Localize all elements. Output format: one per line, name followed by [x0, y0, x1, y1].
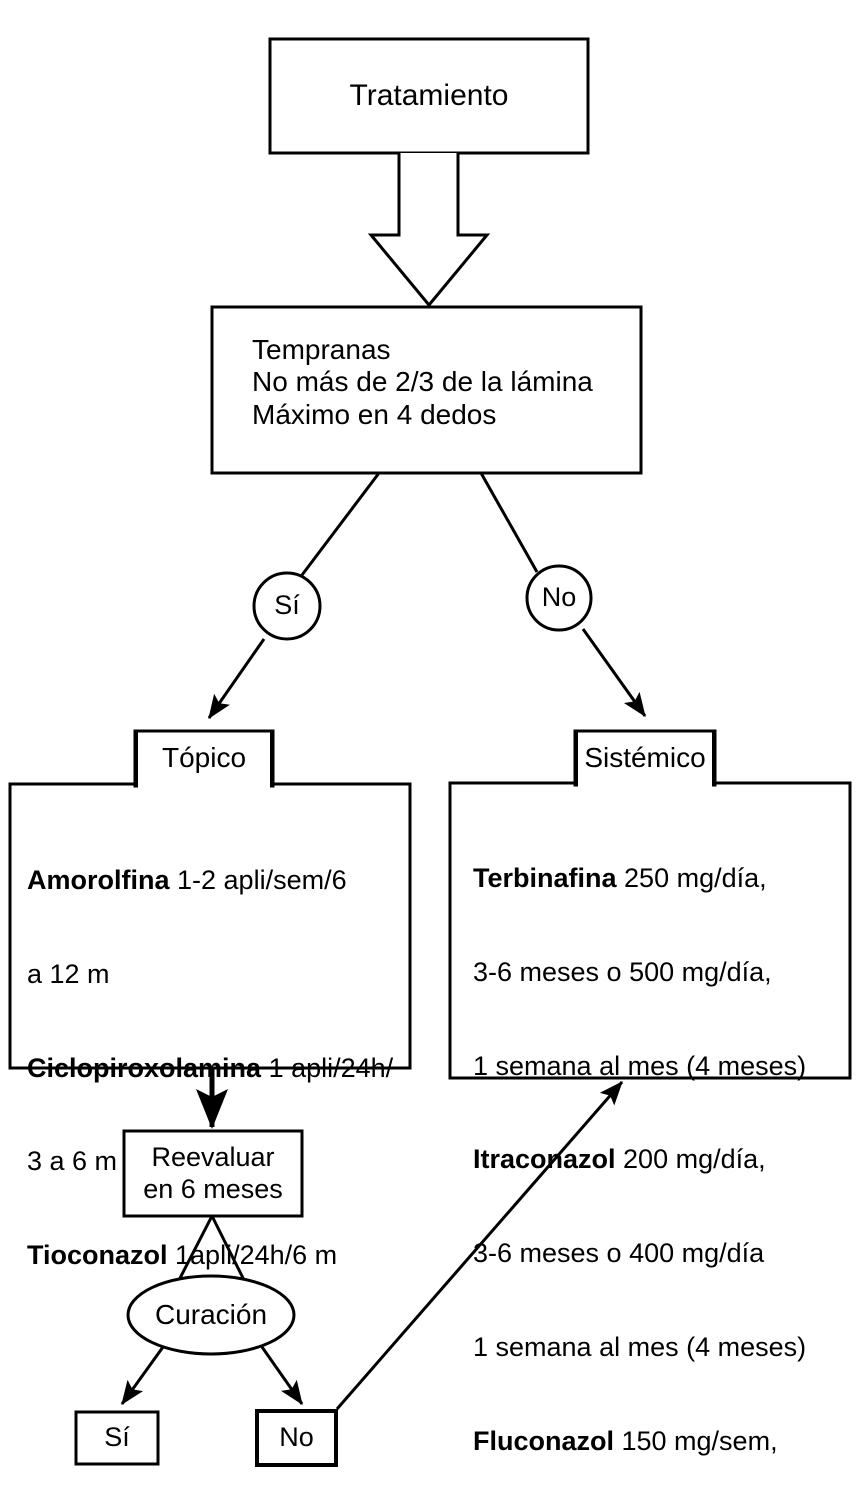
edge-cure-to-no: [260, 1346, 304, 1405]
reevaluate-line-1: Reevaluar: [151, 1142, 275, 1173]
drug-dose: 200 mg/día,: [615, 1144, 766, 1175]
drug-line: Itraconazol 200 mg/día,: [473, 1144, 862, 1175]
node-start-shape[interactable]: [268, 37, 590, 155]
drug-dose: 150 mg/sem,: [614, 1426, 778, 1457]
node-decision-no-shape[interactable]: [525, 564, 593, 632]
node-systemic-tag-label: Sistémico: [584, 741, 706, 773]
edge-no-to-systemic: [581, 628, 647, 717]
drug-dose: 1apli/24h/6 m: [167, 1240, 338, 1271]
drug-dose: 1 semana al mes (4 meses): [473, 1050, 807, 1081]
edge-criteria-to-yes: [300, 472, 381, 576]
topical-tag-notch: [138, 770, 270, 788]
node-criteria-label: Tempranas No más de 2/3 de la lámina Máx…: [252, 334, 632, 431]
drug-name: Amorolfina: [27, 864, 170, 895]
edge-end-no-to-systemic: [335, 1081, 624, 1410]
block-arrow-start-to-criteria: [367, 153, 491, 308]
drug-line: Ciclopiroxolamina 1 apli/24h/: [27, 1053, 427, 1084]
drug-dose: 3 a 6 m: [27, 1146, 118, 1177]
drug-line: Terbinafina 250 mg/día,: [473, 863, 862, 894]
node-cure-shape[interactable]: [126, 1274, 296, 1356]
node-end-no-label: No: [279, 1422, 314, 1453]
node-end-no-shape[interactable]: [255, 1409, 338, 1467]
drug-dose: 1-2 apli/sem/6: [169, 864, 347, 895]
node-topical-tag-label: Tópico: [161, 742, 247, 774]
drug-dose: 3-6 meses o 500 mg/día,: [473, 956, 772, 987]
node-decision-yes-label: Sí: [274, 590, 300, 621]
reevaluate-line-2: en 6 meses: [143, 1173, 283, 1204]
drug-line: 1 semana al mes (4 meses): [473, 1051, 862, 1082]
drug-dose: 3-6 meses o 400 mg/día: [473, 1238, 765, 1269]
drug-dose: 1 apli/24h/: [261, 1052, 394, 1083]
drug-dose: 1 semana al mes (4 meses): [473, 1332, 807, 1363]
systemic-tag-notch: [578, 770, 712, 787]
drug-line: Tioconazol 1apli/24h/6 m: [27, 1240, 427, 1271]
drug-dose: 250 mg/día,: [616, 862, 767, 893]
node-criteria-shape[interactable]: [210, 305, 643, 475]
drug-dose: a 12 m: [27, 958, 110, 989]
drug-name: Tioconazol: [27, 1240, 168, 1271]
drug-line: Fluconazol 150 mg/sem,: [473, 1426, 862, 1457]
drug-name: Itraconazol: [473, 1144, 616, 1175]
node-topical-box-label: Amorolfina 1-2 apli/sem/6 a 12 m Ciclopi…: [27, 802, 427, 1334]
node-end-yes-shape[interactable]: [74, 1410, 160, 1466]
node-decision-no-label: No: [541, 582, 577, 613]
node-systemic-box-label: Terbinafina 250 mg/día, 3-6 meses o 500 …: [473, 800, 862, 1490]
criteria-line-2: No más de 2/3 de la lámina: [252, 366, 593, 398]
edge-reevaluate-to-cure-right: [210, 1215, 247, 1283]
drug-line: a 12 m: [27, 959, 427, 990]
edge-yes-to-topical: [207, 638, 266, 719]
node-decision-yes-shape[interactable]: [252, 571, 322, 641]
drug-line: Amorolfina 1-2 apli/sem/6: [27, 865, 427, 896]
drug-line: 3 a 6 m: [27, 1146, 427, 1177]
drug-name: Ciclopiroxolamina: [27, 1052, 262, 1083]
drug-name: Fluconazol: [473, 1426, 614, 1457]
drug-line: 1 semana al mes (4 meses): [473, 1332, 862, 1363]
drug-line: 3-6 meses o 500 mg/día,: [473, 957, 862, 988]
criteria-line-1: Tempranas: [252, 334, 391, 365]
node-cure-label: Curación: [154, 1298, 268, 1330]
node-end-yes-label: Sí: [104, 1422, 130, 1453]
edge-reevaluate-to-cure-left: [176, 1215, 214, 1283]
edge-criteria-to-no: [479, 472, 539, 573]
drug-name: Terbinafina: [473, 862, 617, 893]
drug-line: 3-6 meses o 400 mg/día: [473, 1238, 862, 1269]
edge-cure-to-yes: [120, 1346, 165, 1405]
criteria-line-3: Máximo en 4 dedos: [252, 398, 497, 430]
node-start-label: Tratamiento: [349, 78, 509, 112]
